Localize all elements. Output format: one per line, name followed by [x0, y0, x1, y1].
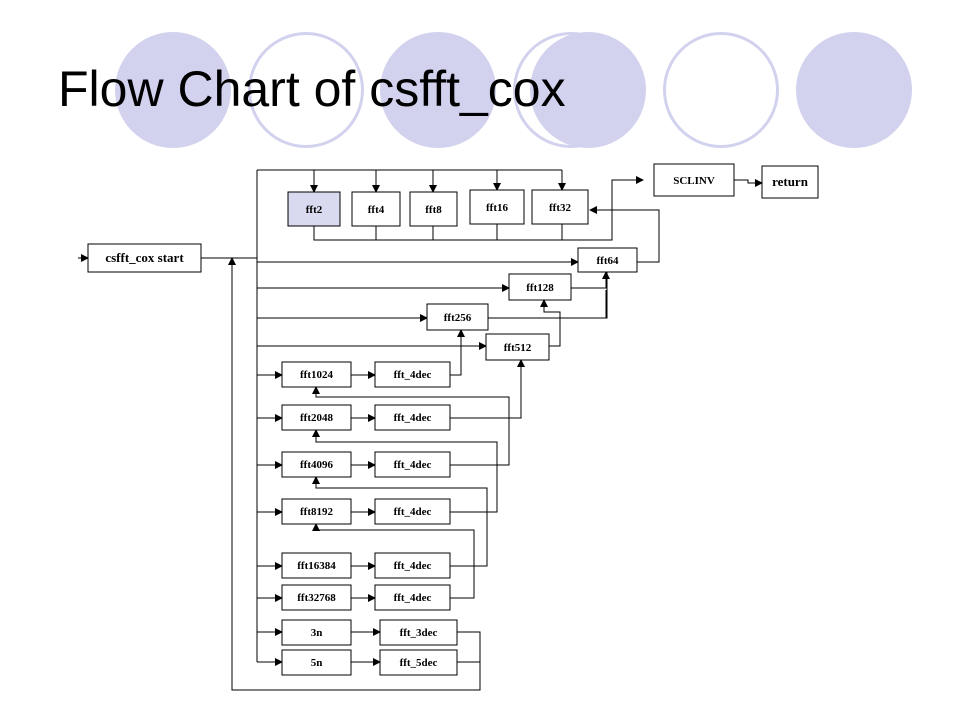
node-fft4dec-1: fft_4dec: [374, 361, 451, 388]
svg-text:fft32768: fft32768: [297, 592, 336, 604]
svg-text:fft_4dec: fft_4dec: [394, 412, 432, 424]
svg-text:fft128: fft128: [526, 282, 554, 294]
connectors: [78, 169, 763, 691]
node-fft64: fft64: [577, 247, 638, 273]
svg-text:fft4: fft4: [368, 204, 385, 216]
node-return: return: [761, 165, 819, 199]
node-fft16384: fft16384: [281, 552, 352, 579]
svg-text:fft2: fft2: [306, 204, 323, 216]
node-fft4dec-4: fft_4dec: [374, 498, 451, 525]
node-fft4dec-5: fft_4dec: [374, 552, 451, 579]
svg-text:fft16384: fft16384: [297, 560, 336, 572]
slide-title: Flow Chart of csfft_cox: [58, 61, 566, 117]
svg-text:fft_3dec: fft_3dec: [400, 627, 438, 639]
node-5n: 5n: [281, 649, 352, 676]
decorative-circle-filled-2: [380, 32, 496, 148]
node-fft4: fft4: [351, 191, 401, 227]
svg-text:fft64: fft64: [597, 255, 619, 267]
node-fft256: fft256: [426, 303, 489, 331]
decorative-circle-ring-1: [248, 32, 364, 148]
svg-text:3n: 3n: [311, 627, 323, 639]
node-fft8: fft8: [409, 191, 458, 227]
svg-text:fft8192: fft8192: [300, 506, 333, 518]
svg-text:5n: 5n: [311, 657, 323, 669]
svg-text:fft_4dec: fft_4dec: [394, 560, 432, 572]
svg-text:fft8: fft8: [425, 204, 442, 216]
svg-text:fft1024: fft1024: [300, 369, 333, 381]
node-sclinv-label: SCLINV: [673, 175, 715, 187]
node-fft1024: fft1024: [281, 361, 352, 388]
svg-text:fft_4dec: fft_4dec: [394, 592, 432, 604]
node-fft32: fft32: [531, 189, 589, 225]
node-fft32768: fft32768: [281, 584, 352, 611]
node-fft128: fft128: [508, 273, 572, 301]
node-3n: 3n: [281, 619, 352, 646]
node-fft512: fft512: [485, 333, 550, 361]
decorative-circle-filled-1: [115, 32, 231, 148]
decorative-circle-ring-3: [663, 32, 779, 148]
node-start-label: csfft_cox start: [105, 250, 184, 265]
svg-text:fft16: fft16: [486, 202, 508, 214]
node-fft4dec-2: fft_4dec: [374, 404, 451, 431]
node-start: csfft_cox start: [87, 243, 202, 273]
node-fft2048: fft2048: [281, 404, 352, 431]
svg-text:fft32: fft32: [549, 202, 571, 214]
svg-text:fft512: fft512: [504, 342, 532, 354]
svg-text:fft256: fft256: [444, 312, 472, 324]
node-fft5dec: fft_5dec: [379, 649, 458, 676]
node-sclinv: SCLINV: [653, 163, 735, 197]
svg-text:fft_4dec: fft_4dec: [394, 506, 432, 518]
svg-text:fft_4dec: fft_4dec: [394, 369, 432, 381]
svg-text:fft_4dec: fft_4dec: [394, 459, 432, 471]
node-fft4dec-6: fft_4dec: [374, 584, 451, 611]
node-fft8192: fft8192: [281, 498, 352, 525]
decorative-circle-filled-3: [530, 32, 646, 148]
node-fft16: fft16: [469, 189, 525, 225]
small-fft-bus: [313, 176, 644, 241]
node-fft4096: fft4096: [281, 451, 352, 478]
decorative-circle-filled-4: [796, 32, 912, 148]
node-fft4dec-3: fft_4dec: [374, 451, 451, 478]
node-fft3dec: fft_3dec: [379, 619, 458, 646]
node-return-label: return: [772, 174, 809, 189]
node-fft2: fft2: [287, 191, 341, 227]
svg-text:fft4096: fft4096: [300, 459, 333, 471]
svg-text:fft_5dec: fft_5dec: [400, 657, 438, 669]
sclinv-to-return: [734, 179, 763, 187]
svg-text:fft2048: fft2048: [300, 412, 333, 424]
